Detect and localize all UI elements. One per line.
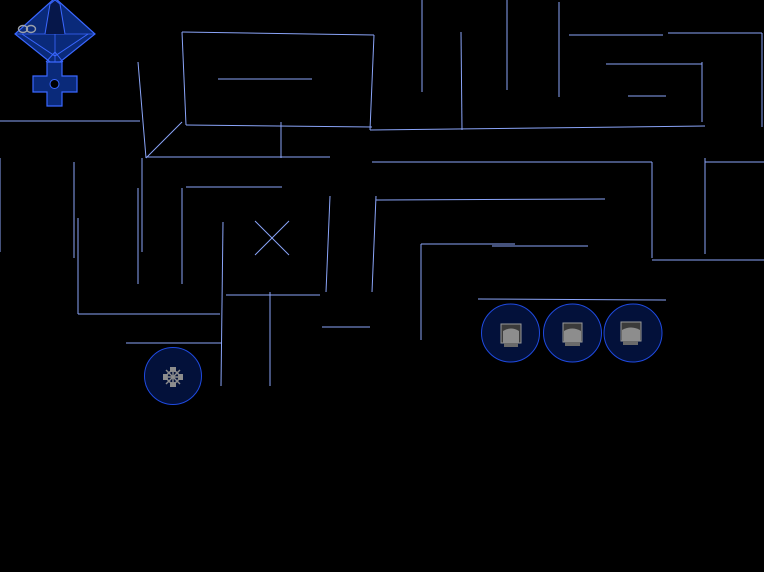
gear-ability-icon — [163, 367, 183, 387]
maze-wall — [181, 31, 187, 126]
ability-slot[interactable] — [144, 347, 202, 405]
maze-wall — [181, 31, 375, 36]
block-item-icon — [562, 322, 583, 346]
maze-wall — [145, 121, 183, 159]
maze-wall — [375, 198, 606, 201]
block-item-icon — [500, 323, 522, 347]
inventory-slot[interactable] — [603, 303, 663, 363]
maze-wall — [477, 298, 667, 301]
maze-wall — [369, 34, 375, 131]
infinity-icon — [17, 24, 37, 34]
maze-wall — [325, 195, 331, 293]
inventory-bar — [481, 303, 663, 363]
maze-wall — [371, 195, 377, 293]
maze-wall — [220, 221, 224, 387]
block-item-icon — [620, 321, 642, 345]
inventory-slot[interactable] — [543, 303, 602, 363]
maze-wall — [137, 61, 147, 159]
x-marker-icon — [254, 220, 290, 256]
inventory-slot[interactable] — [481, 303, 540, 363]
maze-wall — [185, 124, 373, 128]
maze-wall — [460, 31, 463, 131]
compass-diamond-icon — [14, 0, 96, 107]
maze-wall — [369, 125, 706, 131]
